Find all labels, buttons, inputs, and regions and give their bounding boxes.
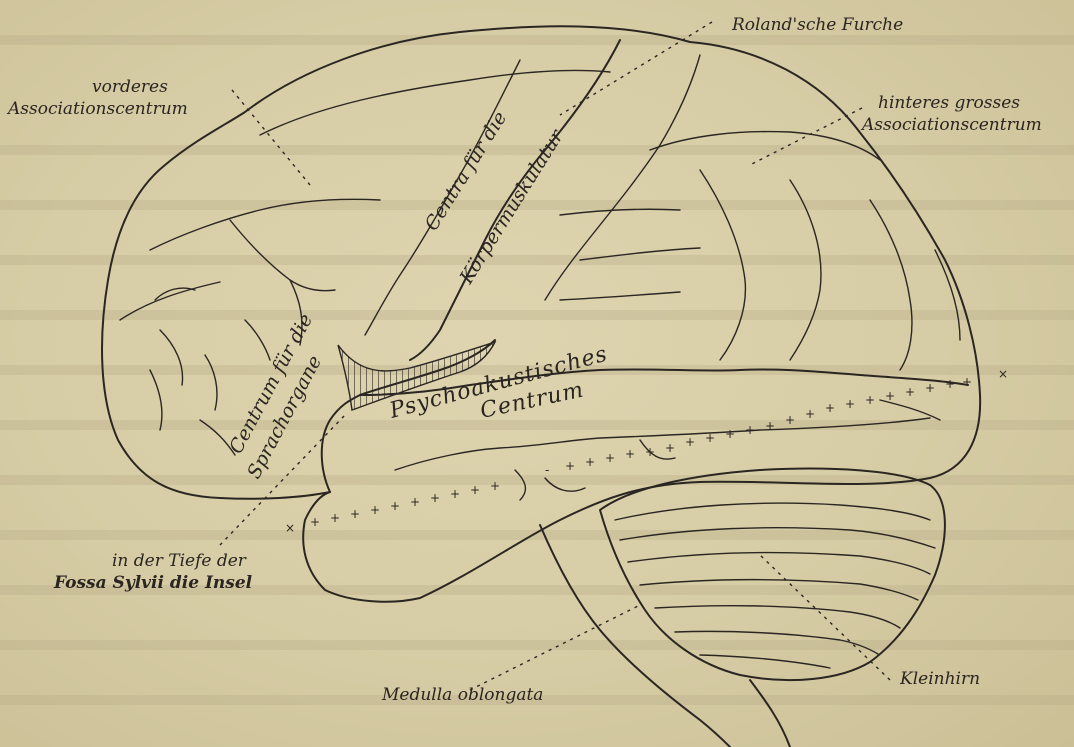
svg-text:×: × xyxy=(285,521,295,535)
occipital-sulcus-1 xyxy=(870,200,912,370)
frontal-gyrus-a xyxy=(150,288,217,430)
svg-text:+: + xyxy=(390,499,400,513)
svg-text:+: + xyxy=(645,445,655,459)
svg-text:+: + xyxy=(945,377,955,391)
svg-text:+: + xyxy=(430,491,440,505)
svg-text:+: + xyxy=(330,511,340,525)
svg-text:+: + xyxy=(310,515,320,529)
svg-text:+: + xyxy=(825,401,835,415)
label-vorderes-line2: Associationscentrum xyxy=(6,99,188,119)
svg-text:×: × xyxy=(998,367,1008,381)
svg-text:+: + xyxy=(410,495,420,509)
svg-text:+: + xyxy=(490,479,500,493)
svg-text:+: + xyxy=(885,389,895,403)
svg-text:+: + xyxy=(925,381,935,395)
svg-text:+: + xyxy=(785,413,795,427)
svg-text:+: + xyxy=(370,503,380,517)
svg-text:+: + xyxy=(565,459,575,473)
svg-text:+: + xyxy=(705,431,715,445)
svg-text:+: + xyxy=(665,441,675,455)
svg-text:+: + xyxy=(745,423,755,437)
leader-vorderes xyxy=(232,90,310,185)
svg-text:+: + xyxy=(685,435,695,449)
svg-text:+: + xyxy=(905,385,915,399)
svg-text:+: + xyxy=(450,487,460,501)
brainstem xyxy=(540,525,730,747)
label-kleinhirn: Kleinhirn xyxy=(899,669,980,689)
label-insel-line1: in der Tiefe der xyxy=(112,551,247,571)
svg-text:+: + xyxy=(470,483,480,497)
brainstem-back xyxy=(750,680,790,747)
svg-text:+: + xyxy=(765,419,775,433)
leader-hinteres xyxy=(750,108,862,165)
svg-text:+: + xyxy=(845,397,855,411)
label-hinteres-line2: Associationscentrum xyxy=(860,115,1042,135)
svg-text:+: + xyxy=(805,407,815,421)
label-hinteres-line1: hinteres grosses xyxy=(878,93,1020,113)
label-vorderes-line1: vorderes xyxy=(92,77,168,97)
svg-text:+: + xyxy=(962,375,972,389)
svg-text:+: + xyxy=(725,427,735,441)
svg-text:+: + xyxy=(625,447,635,461)
label-rolandsche-furche: Roland'sche Furche xyxy=(731,15,903,35)
label-insel-line2: Fossa Sylvii die Insel xyxy=(53,573,253,593)
svg-text:+: + xyxy=(350,507,360,521)
frontal-sulcus-1 xyxy=(260,70,610,135)
label-medulla: Medulla oblongata xyxy=(381,685,543,705)
svg-text:+: + xyxy=(585,455,595,469)
frontal-gyrus-b xyxy=(230,220,335,345)
svg-text:+: + xyxy=(865,393,875,407)
svg-text:-: - xyxy=(545,463,549,477)
parietal-sulcus-4 xyxy=(560,209,700,300)
svg-text:+: + xyxy=(605,451,615,465)
